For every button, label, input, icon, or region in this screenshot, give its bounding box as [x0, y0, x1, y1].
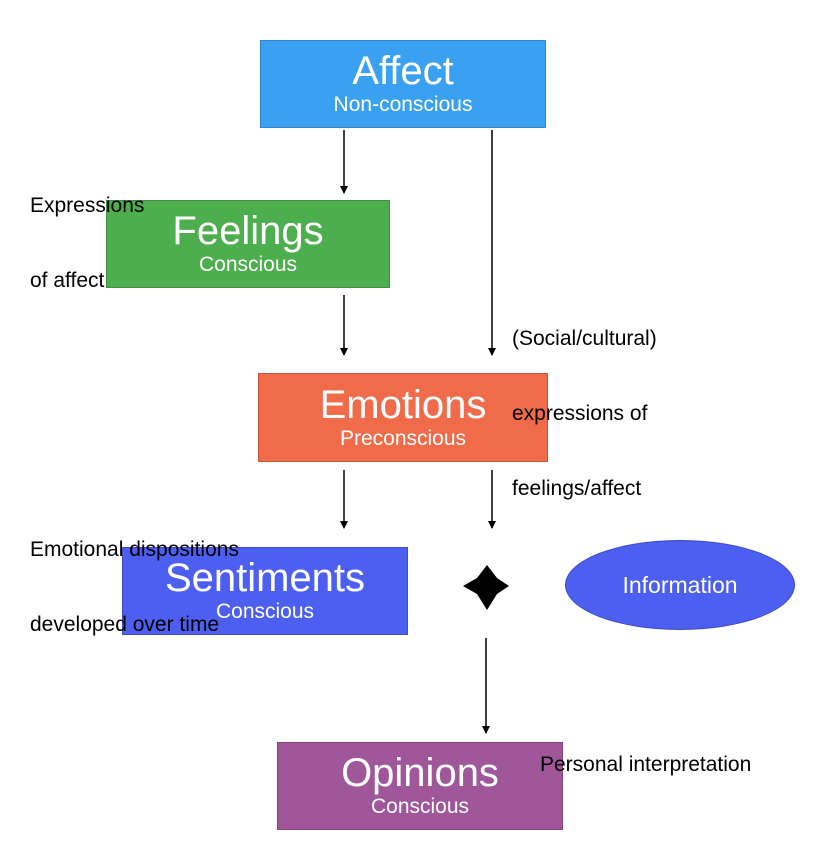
- label-emotional-dispositions: Emotional dispositions developed over ti…: [30, 487, 239, 662]
- label-line: feelings/affect: [512, 477, 642, 500]
- feelings-node: Feelings Conscious: [106, 200, 390, 288]
- plus-icon: [463, 565, 509, 610]
- sentiments-title: Sentiments: [164, 556, 366, 600]
- affect-node: Affect Non-conscious: [260, 40, 546, 128]
- opinions-subtitle: Conscious: [370, 795, 470, 818]
- sentiments-node: Sentiments Conscious: [122, 547, 408, 635]
- label-social-cultural-expressions: (Social/cultural) expressions of feeling…: [512, 276, 657, 526]
- emotions-subtitle: Preconscious: [339, 426, 467, 450]
- label-personal-interpretation: Personal interpretation: [540, 702, 751, 802]
- feelings-title: Feelings: [172, 209, 324, 253]
- information-title: Information: [622, 572, 738, 598]
- affect-title: Affect: [352, 49, 454, 93]
- opinions-title: Opinions: [341, 751, 499, 795]
- emotions-node: Emotions Preconscious: [258, 373, 548, 462]
- affect-subtitle: Non-conscious: [333, 93, 473, 116]
- label-expressions-of-affect: Expressions of affect: [30, 143, 144, 318]
- label-line: Personal interpretation: [540, 753, 752, 776]
- information-node: Information: [565, 540, 795, 630]
- sentiments-subtitle: Conscious: [215, 600, 315, 623]
- label-line: Emotional dispositions: [30, 538, 239, 561]
- label-line: Expressions: [30, 194, 145, 217]
- label-line: of affect: [30, 269, 105, 292]
- opinions-node: Opinions Conscious: [277, 742, 563, 830]
- label-line: developed over time: [30, 613, 220, 636]
- feelings-subtitle: Conscious: [198, 253, 298, 276]
- emotions-title: Emotions: [319, 382, 487, 427]
- label-line: (Social/cultural): [512, 327, 657, 350]
- label-line: expressions of: [512, 402, 648, 425]
